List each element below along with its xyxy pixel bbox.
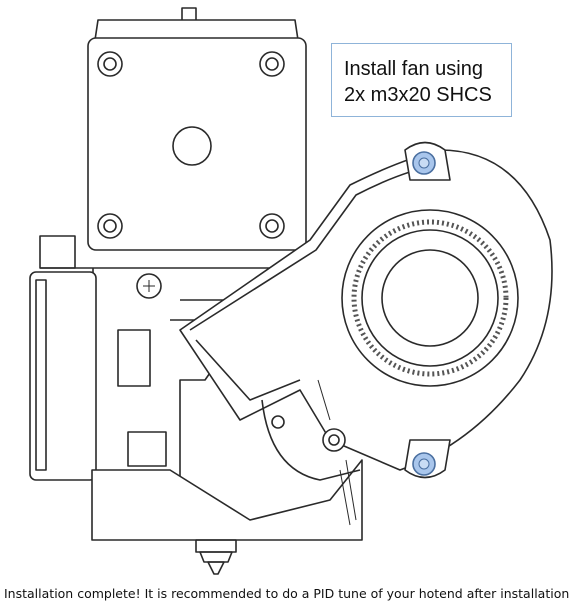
extruder-assembly-diagram bbox=[29, 7, 553, 575]
installation-caption: Installation complete! It is recommended… bbox=[4, 586, 570, 601]
hotend-nozzle bbox=[195, 539, 237, 575]
m3-screw-highlighted bbox=[412, 151, 436, 476]
callout-line-2: 2x m3x20 SHCS bbox=[344, 84, 492, 106]
blower-fan bbox=[179, 141, 553, 526]
callout-line-1: Install fan using bbox=[344, 58, 483, 80]
instruction-callout: Install fan using 2x m3x20 SHCS bbox=[331, 43, 512, 117]
stepper-motor bbox=[87, 7, 307, 251]
